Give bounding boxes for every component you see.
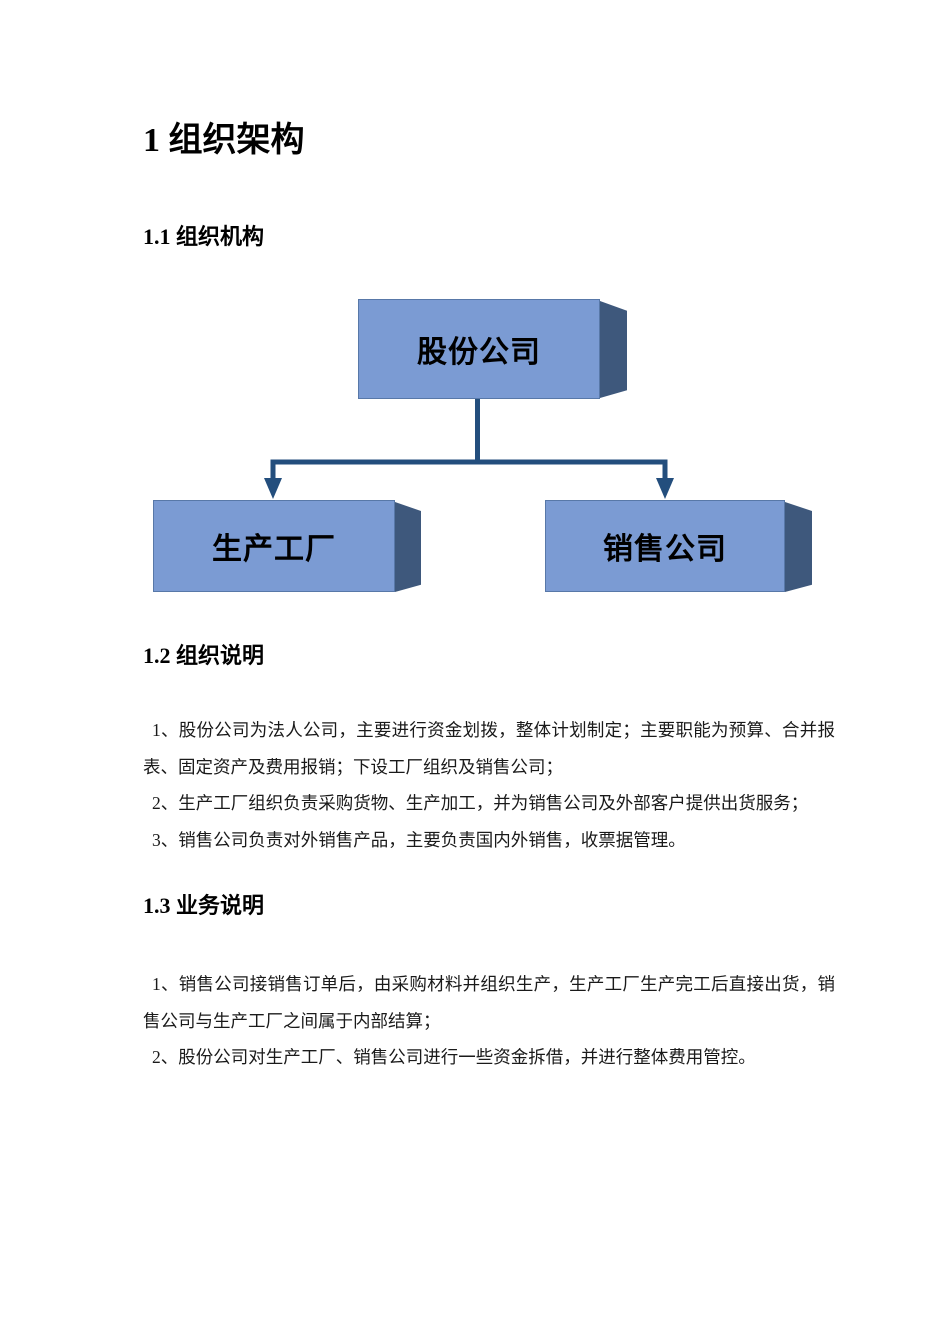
- org-node-child-right-3d-side: [785, 502, 812, 592]
- section-1-3-body: 1、销售公司接销售订单后，由采购材料并组织生产，生产工厂生产完工后直接出货，销售…: [143, 966, 835, 1076]
- org-node-label: 销售公司: [603, 533, 727, 566]
- org-node-label: 股份公司: [417, 336, 541, 369]
- org-node-label: 生产工厂: [212, 533, 336, 566]
- org-chart-figure: 股份公司 生产工厂 销售公司: [0, 296, 950, 606]
- org-node-child-right: 销售公司: [545, 500, 785, 592]
- org-node-parent-3d-side: [600, 301, 627, 398]
- org-chart-connectors: [264, 396, 674, 499]
- arrowhead-down-right: [656, 478, 674, 499]
- section-heading-1-1: 1.1 组织机构: [143, 224, 265, 249]
- body-paragraph: 1、销售公司接销售订单后，由采购材料并组织生产，生产工厂生产完工后直接出货，销售…: [143, 974, 835, 1031]
- org-node-child-left: 生产工厂: [153, 500, 395, 592]
- org-node-child-left-3d-side: [395, 502, 421, 592]
- section-1-2-body: 1、股份公司为法人公司，主要进行资金划拨，整体计划制定；主要职能为预算、合并报表…: [143, 712, 835, 858]
- body-paragraph: 1、股份公司为法人公司，主要进行资金划拨，整体计划制定；主要职能为预算、合并报表…: [143, 720, 835, 777]
- page-title: 1 组织架构: [143, 122, 305, 159]
- body-paragraph: 3、销售公司负责对外销售产品，主要负责国内外销售，收票据管理。: [152, 829, 686, 850]
- body-paragraph: 2、生产工厂组织负责采购货物、生产加工，并为销售公司及外部客户提供出货服务；: [152, 793, 809, 813]
- org-node-parent: 股份公司: [358, 299, 600, 399]
- arrowhead-down-left: [264, 478, 282, 499]
- section-heading-1-3: 1.3 业务说明: [143, 893, 265, 918]
- body-paragraph: 2、股份公司对生产工厂、销售公司进行一些资金拆借，并进行整体费用管控。: [152, 1047, 756, 1067]
- section-heading-1-2: 1.2 组织说明: [143, 643, 265, 668]
